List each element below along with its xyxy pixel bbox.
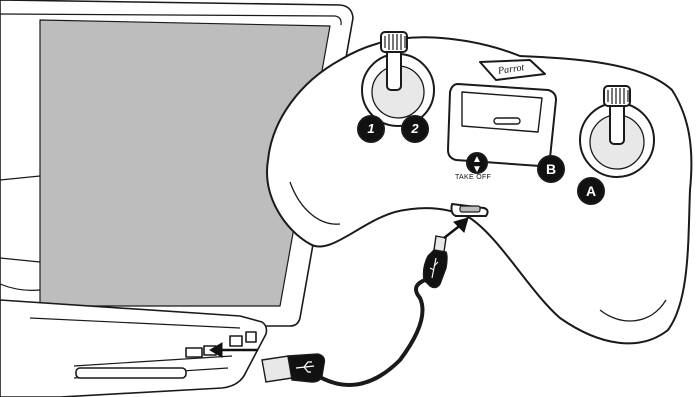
button-a: A xyxy=(578,183,604,199)
micro-usb-plug xyxy=(424,236,448,288)
laptop-base xyxy=(0,300,267,397)
laptop-slot xyxy=(76,368,186,378)
laptop-port-usb xyxy=(186,348,202,357)
controller-usb-opening xyxy=(460,206,480,212)
takeoff-label: TAKE OFF xyxy=(455,174,491,181)
takeoff-icon: ▲▼ xyxy=(468,155,486,175)
button-1: 1 xyxy=(358,121,384,136)
usb-a-metal xyxy=(262,356,292,382)
controller-body xyxy=(267,37,691,343)
laptop-port-4 xyxy=(246,332,256,342)
phone-holder-inner xyxy=(462,92,542,132)
micro-usb-body xyxy=(424,250,448,288)
laptop-port-3 xyxy=(230,336,242,346)
usb-a-body xyxy=(288,354,324,382)
phone-holder-clip xyxy=(494,118,520,124)
controller xyxy=(267,32,691,343)
button-b: B xyxy=(538,161,564,177)
button-2: 2 xyxy=(402,121,428,136)
usb-a-plug xyxy=(262,354,324,382)
cable-wire xyxy=(318,280,425,385)
